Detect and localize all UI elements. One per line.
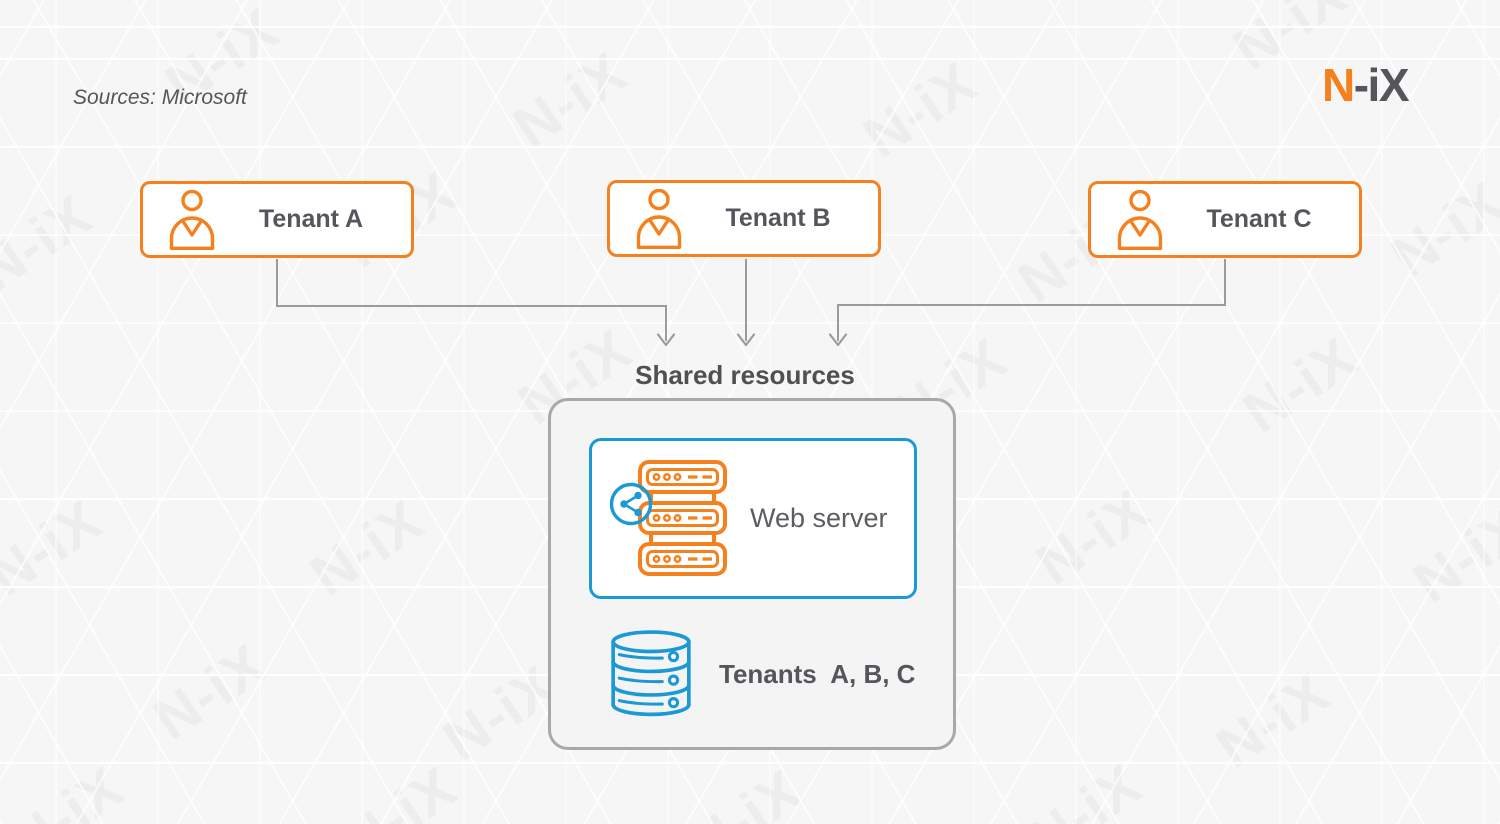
tenant-a-box: Tenant A [140, 181, 414, 258]
arrowhead-b [736, 333, 756, 347]
connector-tenant-c [837, 259, 1226, 341]
connector-tenant-a [276, 259, 667, 341]
arrowhead-c [828, 333, 848, 347]
database-tenants-label: Tenants A, B, C [719, 658, 916, 689]
logo-gray-part: -iX [1353, 59, 1410, 111]
tenant-label: Tenant B [725, 204, 831, 232]
shared-resources-box: Web server [548, 398, 956, 750]
tenant-c-box: Tenant C [1088, 181, 1362, 258]
brand-logo: N-iX [1322, 59, 1410, 111]
person-icon [636, 188, 682, 249]
logo-orange-part: N [1322, 59, 1355, 111]
sources-note: Sources: Microsoft [73, 86, 247, 109]
tenant-label: Tenant C [1206, 205, 1312, 233]
server-rack-icon [610, 459, 727, 576]
arrowhead-a [656, 333, 676, 347]
database-cylinder-icon [611, 630, 691, 717]
database-row: Tenants A, B, C [609, 629, 915, 719]
web-server-label: Web server [750, 503, 888, 533]
tenant-label: Tenant A [258, 205, 364, 233]
person-icon [169, 189, 215, 250]
shared-resources-title: Shared resources [635, 360, 855, 390]
person-icon [1117, 189, 1163, 250]
web-server-card: Web server [589, 438, 917, 599]
tenant-b-box: Tenant B [607, 180, 881, 257]
